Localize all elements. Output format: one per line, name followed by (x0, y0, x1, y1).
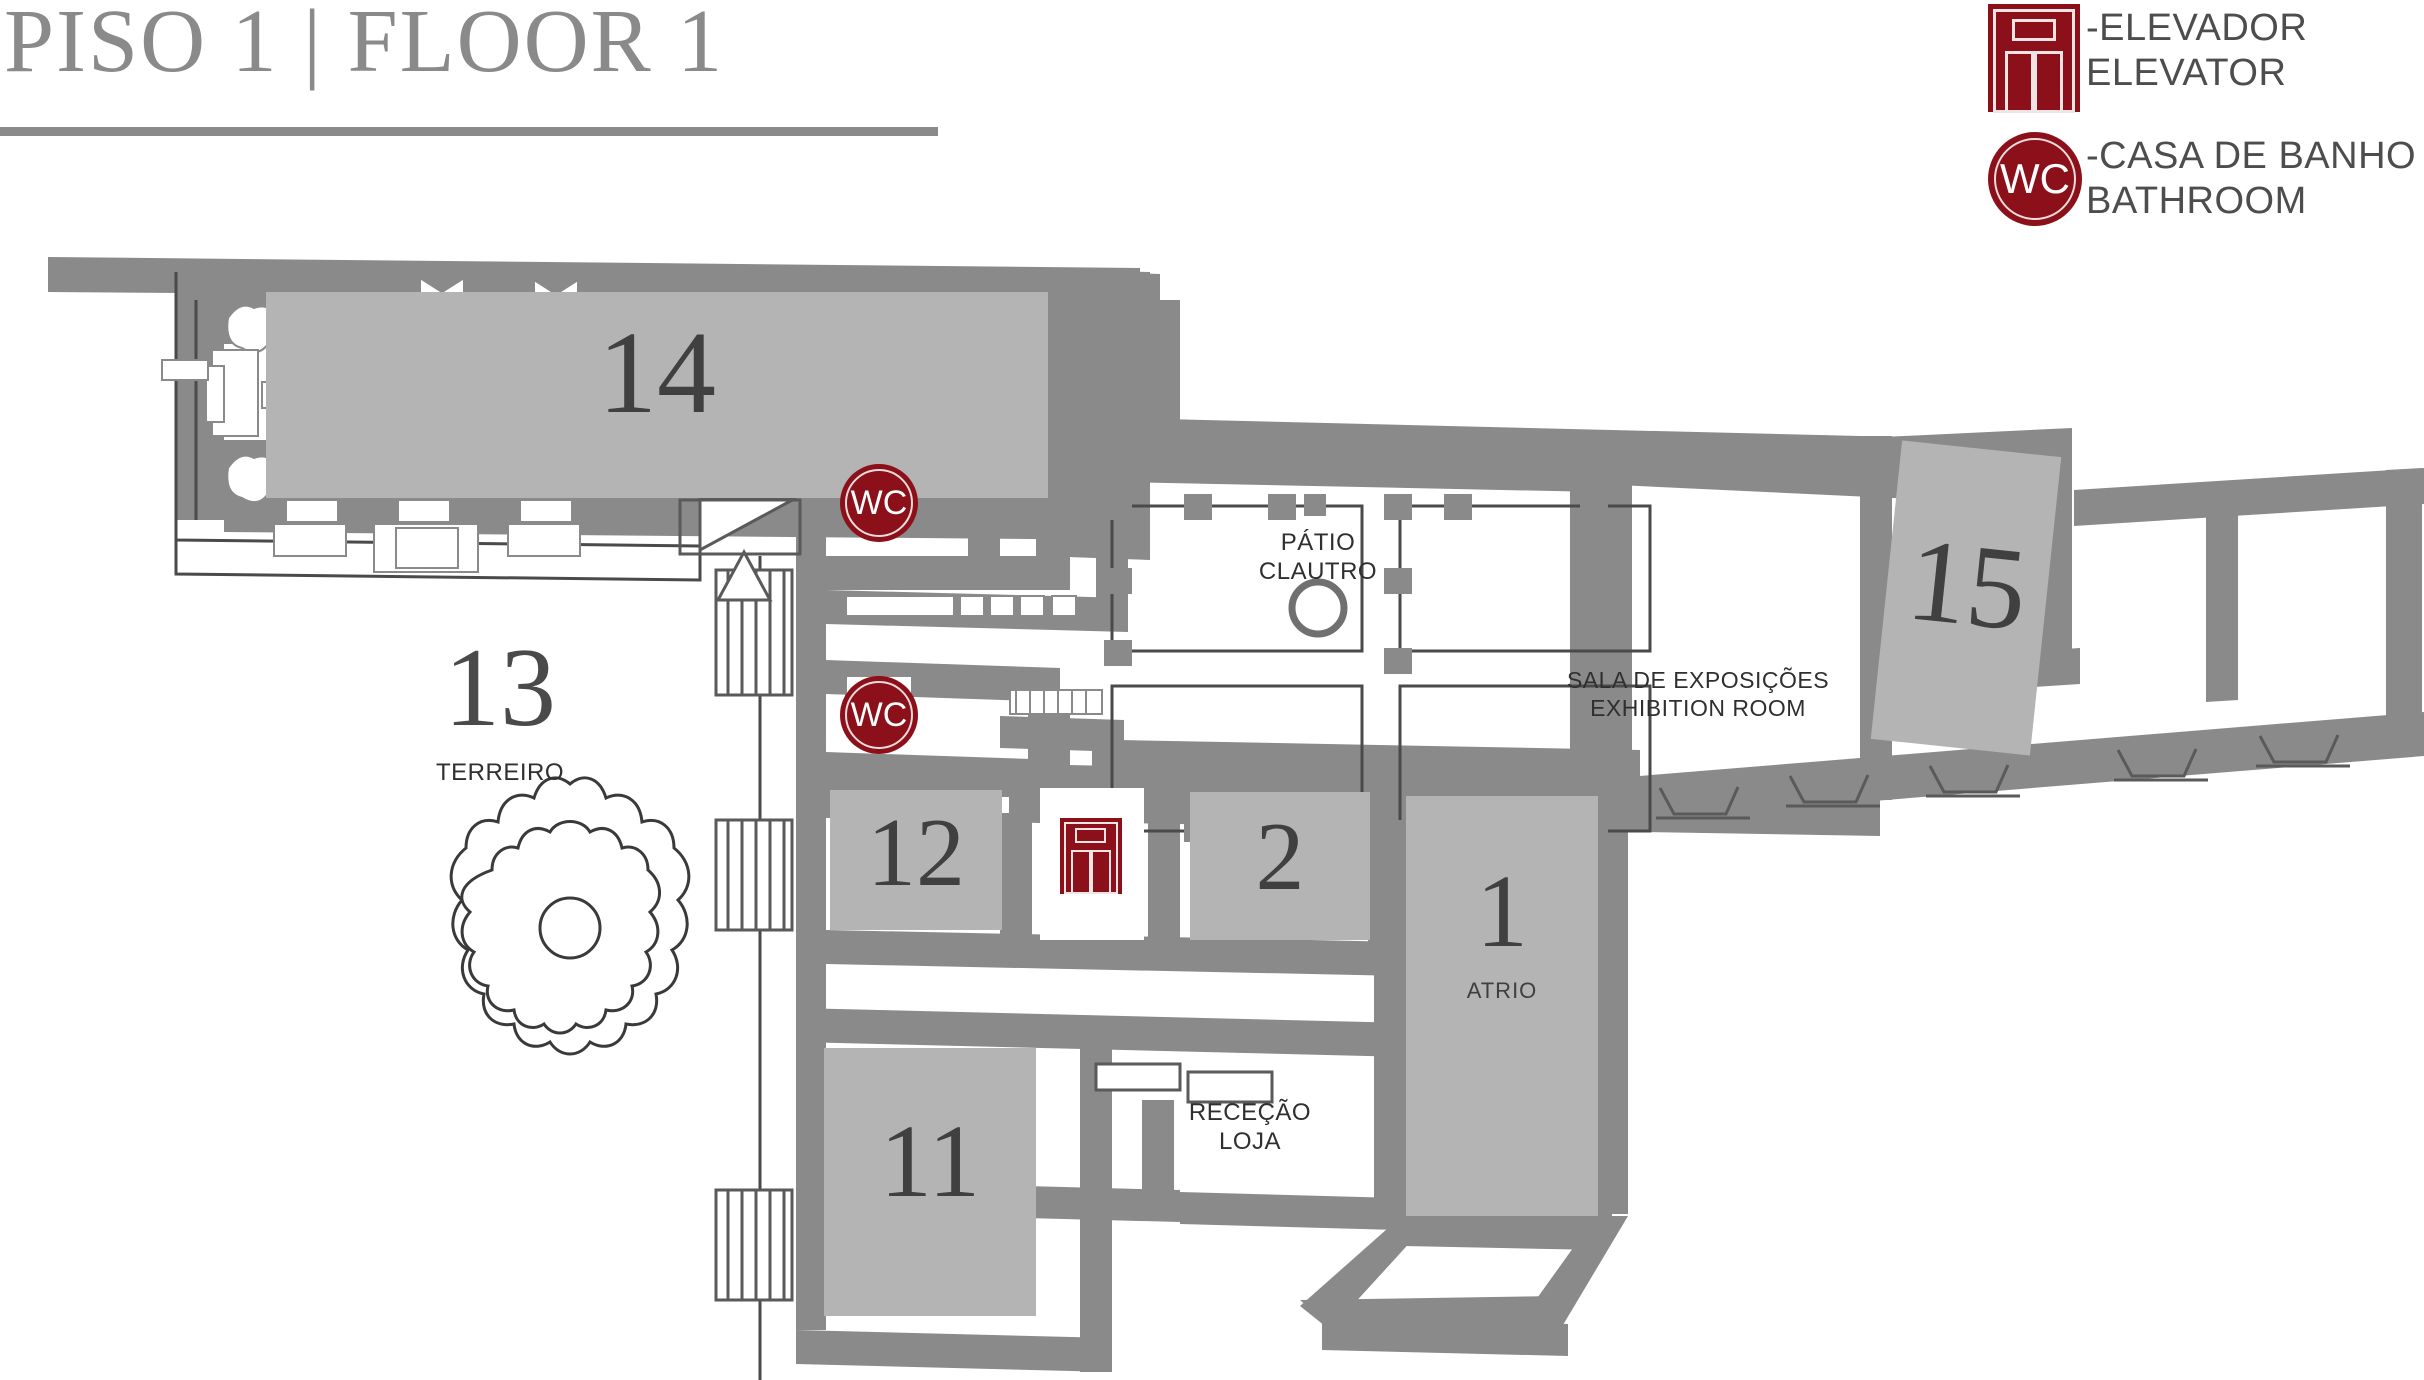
wc-icon-label: WC (2000, 155, 2070, 202)
terreiro-label: TERREIRO (435, 759, 564, 786)
legend-item-elevator: -ELEVADOR ELEVATOR (1988, 4, 2308, 113)
exhibition-room-label: SALA DE EXPOSIÇÕES EXHIBITION ROOM (1566, 667, 1830, 721)
room-1-number: 1 (1476, 854, 1528, 969)
reception-label: RECEÇÃO LOJA (1188, 1099, 1312, 1155)
map-wc-upper-label: WC (850, 483, 908, 522)
legend-item-bathroom: WC -CASA DE BANHO BATHROOM (1988, 132, 2416, 226)
elevator-icon (1988, 4, 2080, 113)
page-title: PISO 1 | FLOOR 1 (4, 0, 725, 91)
map-wc-lower-label: WC (850, 695, 908, 734)
legend-label-bathroom: -CASA DE BANHO BATHROOM (2086, 135, 2417, 222)
room-11[interactable]: 11 (824, 1048, 1036, 1316)
room-14-number: 14 (598, 307, 716, 438)
room-2[interactable]: 2 (1190, 792, 1370, 940)
room-1[interactable]: 1 ATRIO (1406, 796, 1598, 1216)
terreiro-ornament (449, 776, 691, 1056)
stair-hatch-lower (714, 1188, 794, 1302)
map-marker-wc-upper[interactable]: WC (840, 464, 918, 542)
terreiro-number: 13 (444, 626, 556, 750)
legend: -ELEVADOR ELEVATOR WC -CASA DE BANHO BAT… (1988, 4, 2424, 234)
room-15[interactable]: 15 (1870, 440, 2062, 756)
room-11-number: 11 (879, 1104, 981, 1219)
map-marker-elevator[interactable] (1060, 818, 1122, 894)
title-underline (0, 127, 938, 136)
room-12-number: 12 (867, 799, 965, 907)
room-14[interactable]: 14 (266, 292, 1048, 498)
wc-icon: WC (1988, 132, 2082, 226)
elevator-icon-indicator (2012, 19, 2056, 41)
room-2-number: 2 (1255, 803, 1305, 911)
map-marker-wc-lower[interactable]: WC (840, 676, 918, 754)
map-elevator-indicator (1075, 828, 1106, 843)
window-openings (1656, 734, 2350, 820)
legend-label-elevator: -ELEVADOR ELEVATOR (2086, 7, 2308, 94)
room-12[interactable]: 12 (830, 790, 1002, 930)
stairs-and-doors (678, 496, 802, 1302)
map-elevator-door-right (1091, 850, 1111, 894)
elevator-icon-door-right (2034, 51, 2063, 113)
room-1-sublabel: ATRIO (1466, 978, 1538, 1003)
stair-hatch-middle (714, 818, 794, 932)
title-block: PISO 1 | FLOOR 1 (0, 0, 1000, 142)
room-15-number: 15 (1901, 513, 2033, 656)
reception-details (1094, 1062, 1274, 1104)
map-elevator-door-left (1071, 850, 1091, 894)
nw-wing-fixtures (273, 499, 581, 573)
patio-label: PÁTIO CLAUTRO (1258, 529, 1378, 585)
elevator-icon-door-left (2005, 51, 2034, 113)
